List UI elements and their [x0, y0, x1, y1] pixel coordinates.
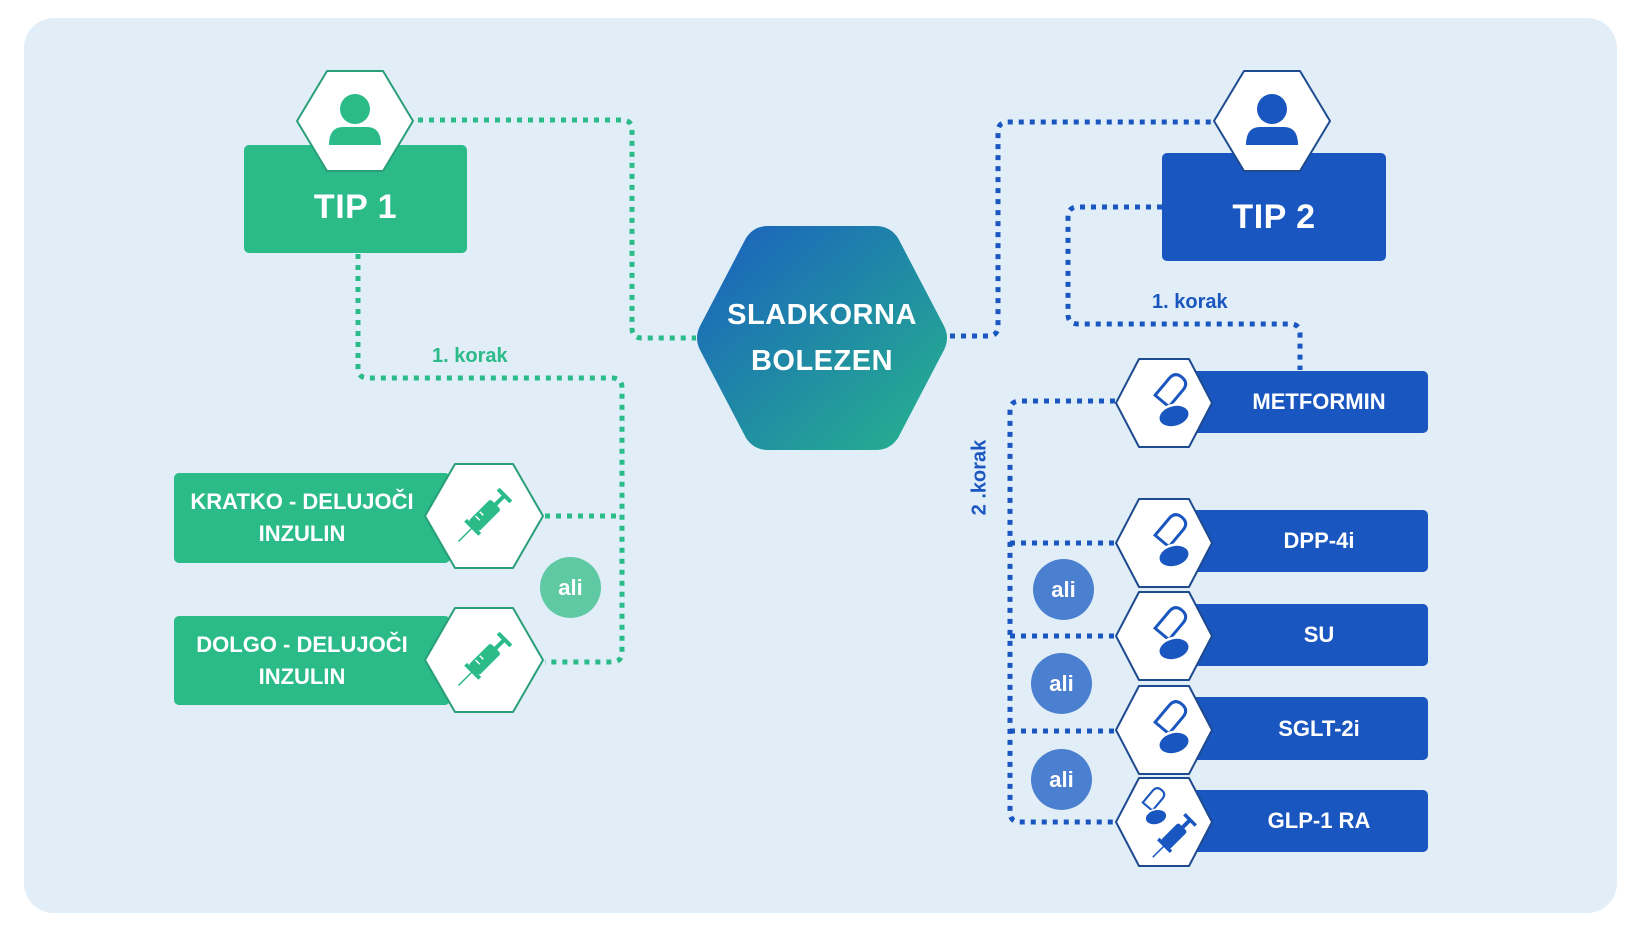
user-icon [329, 94, 381, 145]
dpp4i-hex [1114, 497, 1214, 589]
dolgo-hex [423, 606, 545, 714]
type2-label: TIP 2 [1232, 197, 1316, 236]
kratko-line1: KRATKO - DELUJOČI [190, 489, 414, 514]
syringe-icon [458, 631, 513, 686]
type2-step2-label: 2 .korak [968, 439, 991, 516]
glp1ra-hex [1114, 776, 1214, 868]
su-label: SU [1303, 622, 1335, 647]
center-title: SLADKORNA BOLEZEN [694, 292, 950, 384]
type2-user-hex [1212, 69, 1332, 173]
type2-option-glp1ra[interactable]: GLP-1 RA [1190, 790, 1428, 852]
type1-label: TIP 1 [313, 187, 398, 226]
kratko-hex [423, 462, 545, 570]
type1-user-hex [295, 69, 415, 173]
link-type2-step1 [1065, 204, 1303, 370]
kratko-line2: INZULIN [258, 521, 346, 546]
pills-icon [1141, 787, 1168, 826]
type2-option-dpp4i[interactable]: DPP-4i [1190, 510, 1428, 572]
type2-option-sglt2i[interactable]: SGLT-2i [1190, 697, 1428, 760]
center-title-line1: SLADKORNA [727, 299, 917, 331]
center-hexagon [694, 222, 950, 454]
center-title-line2: BOLEZEN [750, 345, 894, 377]
link-type2-step2 [1007, 398, 1116, 825]
type1-step1-label: 1. korak [432, 345, 508, 367]
su-hex [1114, 590, 1214, 682]
syringe-icon [458, 487, 513, 542]
dolgo-line1: DOLGO - DELUJOČI [196, 631, 408, 657]
sglt2i-hex [1114, 684, 1214, 776]
type2-option-su[interactable]: SU [1190, 604, 1428, 666]
type2-step1-label: 1. korak [1152, 291, 1228, 313]
metformin-hex [1114, 357, 1214, 449]
type1-ali-badge: ali [540, 557, 601, 618]
type1-option-dolgo[interactable]: DOLGO - DELUJOČI INZULIN [174, 616, 450, 705]
pills-icon [1152, 700, 1191, 756]
link-type1-step1 [355, 254, 625, 665]
type2-ali-badge-2: ali [1031, 653, 1092, 714]
type1-option-kratko[interactable]: KRATKO - DELUJOČI INZULIN [174, 473, 450, 563]
dolgo-line2: INZULIN [258, 663, 346, 689]
pills-icon [1152, 513, 1191, 569]
user-icon [1246, 94, 1298, 145]
pills-icon [1152, 373, 1191, 429]
pills-icon [1152, 606, 1191, 662]
metformin-label: METFORMIN [1252, 389, 1386, 414]
glp1ra-label: GLP-1 RA [1267, 808, 1371, 833]
type2-ali-badge-1: ali [1033, 559, 1094, 620]
type2-option-metformin[interactable]: METFORMIN [1190, 371, 1428, 433]
link-center-to-type1 [418, 117, 696, 341]
pills-syringe-icon [1141, 787, 1197, 858]
sglt2i-label: SGLT-2i [1278, 715, 1360, 741]
dpp4i-label: DPP-4i [1283, 528, 1355, 553]
type2-ali-badge-3: ali [1031, 749, 1092, 810]
